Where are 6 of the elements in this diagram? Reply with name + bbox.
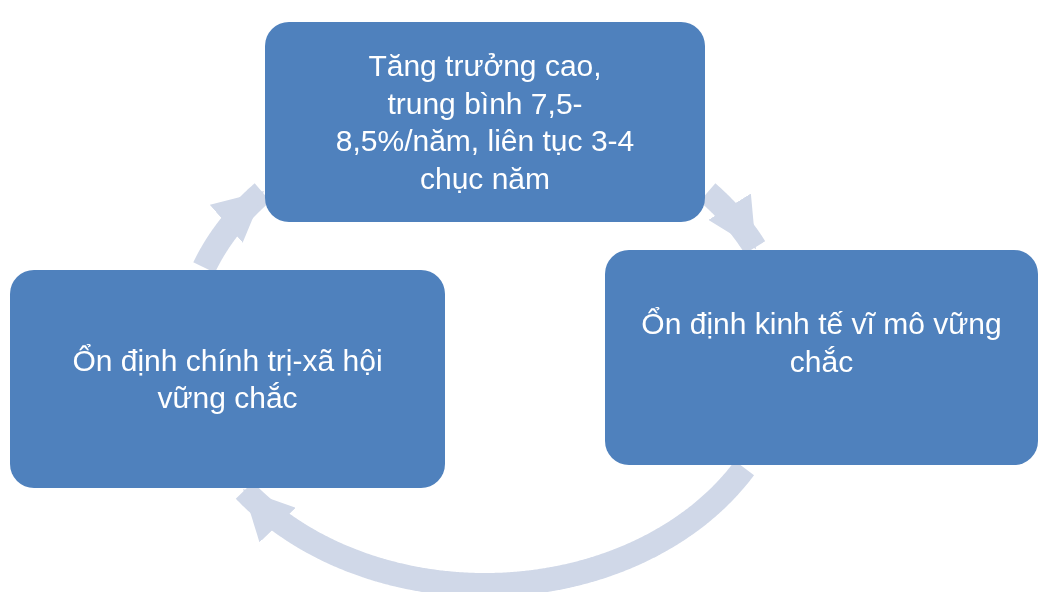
process-box — [605, 250, 1038, 465]
process-box — [265, 22, 705, 222]
box-text: Tăng trưởng cao, trung bình 7,5-8,5%/năm, liên tục 3-4 chục năm — [335, 48, 635, 197]
process-box — [10, 270, 445, 488]
box-text: Ổn định chính trị-xã hội vững chắc — [71, 342, 384, 416]
box-text: Ổn định kinh tế vĩ mô vững chắc — [640, 306, 1003, 380]
